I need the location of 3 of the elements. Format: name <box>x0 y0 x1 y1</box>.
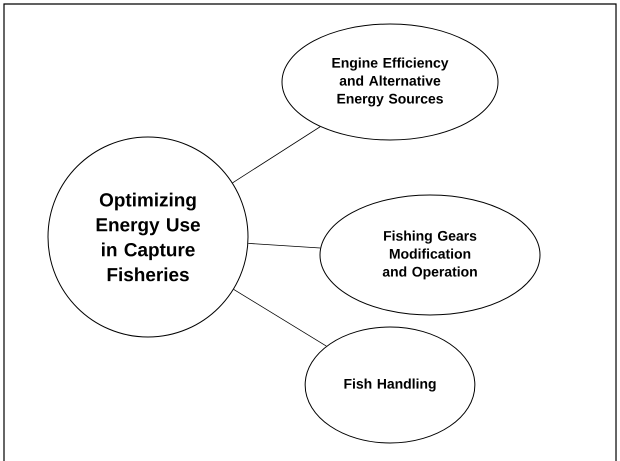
connector-line <box>232 126 321 184</box>
connector-line <box>248 243 321 248</box>
connector-line <box>233 289 327 346</box>
